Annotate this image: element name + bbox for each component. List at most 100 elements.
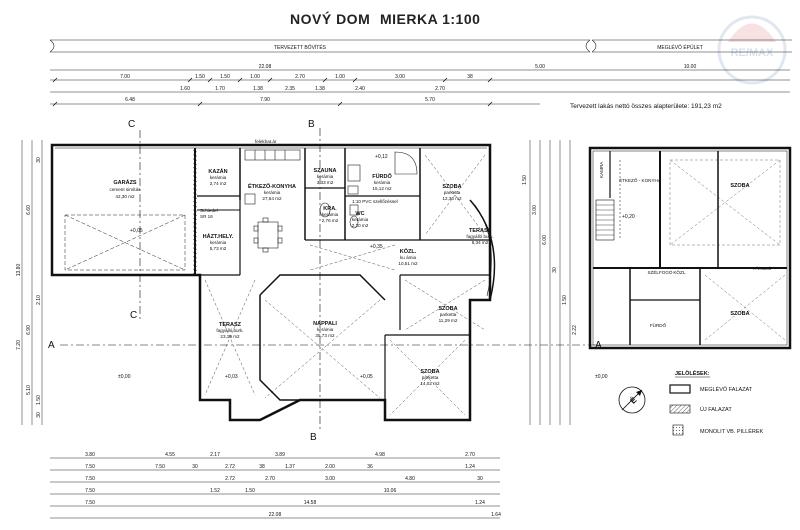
level-living: +0,05 [360, 374, 373, 380]
top-dim-row2b-value: 2.40 [355, 86, 365, 92]
label-pvc: 1:10 PVC szellőzéssel [352, 199, 398, 204]
bottom-dim-row2-value: 36 [367, 464, 373, 470]
section-mark-c-top: C [128, 119, 135, 130]
svg-text:KAZÁN: KAZÁN [208, 168, 227, 175]
legend-heading: JELÖLÉSEK: [675, 369, 710, 377]
section-mark-b-top: B [308, 119, 315, 130]
bottom-dim-row2-value: 7.50 [85, 464, 95, 470]
north-arrow-icon: É [618, 386, 646, 414]
left-dim-value: 5.10 [26, 385, 32, 395]
right-dimension-lines [529, 140, 571, 425]
section-cut-lines [60, 128, 595, 430]
top-dim-row3-value: 7.90 [260, 97, 270, 103]
room-bedroom-2: SZOBA parketta 11,29 m2 [438, 306, 457, 323]
right-dim-value: 6.00 [542, 235, 548, 245]
legend-new-wall-swatch [669, 404, 691, 414]
svg-text:HÁZT.HELY.: HÁZT.HELY. [203, 233, 234, 240]
existing-building-walls [588, 146, 792, 350]
drawing-title: NOVÝ DOM [290, 10, 370, 27]
svg-text:6,34 m2: 6,34 m2 [472, 240, 489, 245]
bottom-dim-row3-value: 3.00 [325, 476, 335, 482]
bottom-dim-row4-value: 1.52 [210, 488, 220, 494]
svg-text:kerámia: kerámia [210, 240, 227, 245]
top-dim-row2b-value: 1.60 [180, 86, 190, 92]
terrace-dashed [204, 154, 486, 416]
room-pantry: KRA. kerámia 2,76 m2 [322, 206, 339, 223]
label-schiedel: Schiedel [200, 208, 218, 213]
svg-text:2,76 m2: 2,76 m2 [322, 218, 339, 223]
svg-text:ÉTKEZŐ-KONYHA: ÉTKEZŐ-KONYHA [248, 182, 296, 190]
left-dim-value: 30 [36, 157, 42, 163]
top-dimension-lines [50, 69, 790, 105]
dimension-tick [487, 101, 493, 107]
svg-text:NAPPALI: NAPPALI [313, 321, 337, 327]
svg-text:5,73 m2: 5,73 m2 [210, 246, 227, 251]
top-dim-row2b-value: 2.35 [285, 86, 295, 92]
room-bedroom-1: SZOBA parketta 12,36 m2 [442, 184, 462, 201]
legend-existing-wall-swatch [669, 384, 691, 394]
svg-text:14,02 m2: 14,02 m2 [420, 381, 440, 386]
svg-text:kerámia: kerámia [210, 175, 227, 180]
svg-text:SZOBA: SZOBA [442, 184, 461, 190]
room-wc: WC kerámia 2,10 m2 [352, 211, 369, 228]
svg-text:cement simítás: cement simítás [110, 187, 142, 192]
label-attic: felekhat.ár [255, 139, 277, 144]
dimension-tick [52, 101, 58, 107]
room-terrace-large: TERASZ fagyálló burk. 23,19 m2 [216, 322, 243, 339]
room-kitchen: ÉTKEZŐ-KONYHA kerámia 27,54 m2 [248, 182, 296, 201]
svg-text:fagyálló burk.: fagyálló burk. [466, 234, 493, 239]
svg-text:15,12 m2: 15,12 m2 [372, 186, 392, 191]
level-garage: +0,05 [130, 228, 143, 234]
section-mark-b-bottom: B [310, 432, 317, 443]
svg-text:WC: WC [355, 211, 364, 217]
dimension-tick [352, 77, 358, 83]
bottom-dim-row1-value: 3.80 [85, 452, 95, 458]
level-existing: +0,20 [622, 214, 635, 220]
level-bath: +0,12 [375, 154, 388, 160]
garage-car-outline [64, 214, 186, 271]
new-house-walls [50, 143, 496, 422]
bottom-dim-row5-value: 14.58 [304, 500, 317, 506]
section-mark-a-left: A [48, 340, 55, 351]
top-dim-row2-value: 2.70 [295, 74, 305, 80]
svg-text:kerámia: kerámia [322, 212, 339, 217]
svg-text:kerámia: kerámia [374, 180, 391, 185]
existing-room-kitchen: ÉTKEZŐ - KONYHA [619, 177, 662, 183]
legend-new-wall: ÚJ FALAZAT [700, 406, 732, 413]
top-dim-row2-value: 38 [467, 74, 473, 80]
right-dim-value: 2.22 [572, 325, 578, 335]
bottom-dim-row2-value: 2.72 [225, 464, 235, 470]
section-mark-a-right: A [595, 340, 602, 351]
svg-text:3,33 m2: 3,33 m2 [317, 180, 334, 185]
top-dim-row2-value: 1.00 [250, 74, 260, 80]
svg-text:35,73 m2: 35,73 m2 [315, 333, 335, 338]
dimension-tick [207, 77, 213, 83]
bottom-dim-row4-value: 7.50 [85, 488, 95, 494]
top-dim-row2-value: 1.00 [335, 74, 345, 80]
existing-room-storage: TÁROLÓ [753, 265, 772, 271]
top-dim-row3-value: 5.70 [425, 97, 435, 103]
top-right-dim-b: 10.00 [684, 64, 697, 70]
svg-text:2,10 m2: 2,10 m2 [352, 223, 369, 228]
section-headers [49, 39, 792, 53]
dimension-tick [197, 101, 203, 107]
area-note: Tervezett lakás nettó összes alapterület… [570, 103, 722, 110]
level-0-right: ±0,00 [595, 374, 608, 380]
section-mark-c-bottom: C [130, 310, 137, 321]
compass-label: É [628, 395, 639, 406]
dimension-tick [442, 77, 448, 83]
legend-pillar-swatch [672, 424, 684, 436]
top-dim-row2-value: 3.00 [395, 74, 405, 80]
svg-text:27,54 m2: 27,54 m2 [262, 196, 282, 201]
room-bathroom: FÜRDŐ kerámia 15,12 m2 [372, 173, 392, 191]
top-dim-row2-value: 1.50 [195, 74, 205, 80]
left-dim-value: 6.90 [26, 325, 32, 335]
svg-text:SZOBA: SZOBA [420, 369, 439, 375]
bottom-dim-row2-value: 2.00 [325, 464, 335, 470]
existing-room-bedroom-1: SZOBA [730, 183, 749, 189]
